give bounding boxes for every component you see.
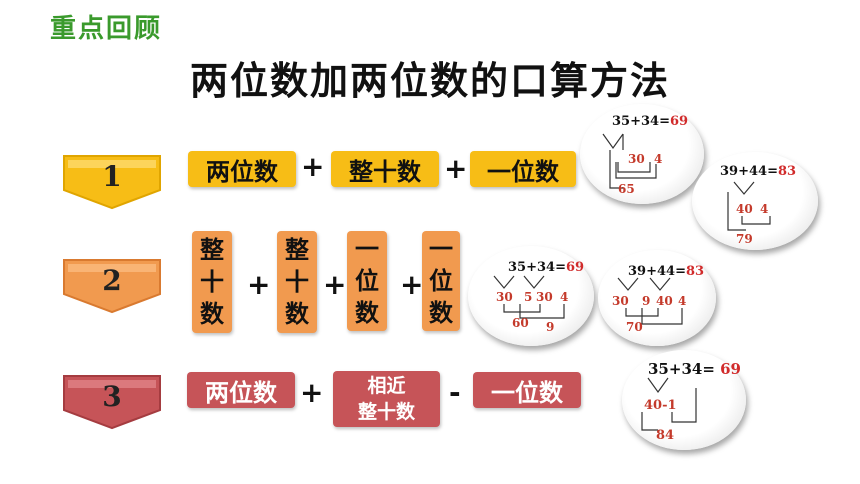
example-plate-1: 35+34=69 30 4 65 (580, 104, 704, 204)
split-part-3: 30 (536, 290, 553, 304)
method-3-term-3: 一位数 (473, 372, 581, 408)
split-part-2: 5 (524, 290, 533, 304)
term-2-line-2: 整十数 (357, 401, 415, 423)
split-diagram (617, 277, 683, 325)
split-part-2: 4 (654, 152, 663, 166)
equation: 35+34= 69 (648, 360, 741, 378)
char: 一 (355, 235, 379, 263)
equation-result: 83 (685, 264, 705, 279)
sum-value: 79 (736, 232, 753, 246)
equation-lhs: 35+34= (612, 114, 670, 129)
equation: 39+44=83 (720, 164, 796, 179)
split-part-1: 30 (628, 152, 645, 166)
method-2-col-4: 一 位 数 (422, 231, 460, 331)
char: 数 (355, 299, 379, 327)
method-2-col-1: 整 十 数 (192, 231, 232, 333)
equation-lhs: 35+34= (648, 360, 721, 378)
method-3-term-1: 两位数 (187, 372, 295, 408)
char: 整 (200, 236, 224, 264)
split-part-4: 4 (678, 294, 687, 308)
split-diagram (493, 275, 565, 319)
plus-sign: + (247, 268, 271, 301)
equation-lhs: 35+34= (508, 260, 566, 275)
split-part-3: 40 (656, 294, 673, 308)
plus-sign: + (323, 268, 347, 301)
char: 一 (429, 235, 453, 263)
char: 位 (355, 267, 379, 295)
method-1-term-2: 整十数 (331, 151, 439, 187)
method-1-term-1: 两位数 (188, 151, 296, 187)
char: 位 (429, 267, 453, 295)
method-3-term-2: 相近 整十数 (333, 371, 440, 427)
equation-result: 83 (777, 164, 797, 179)
split-part-4: 4 (560, 290, 569, 304)
equation: 35+34=69 (612, 114, 688, 129)
partial-sum-1: 60 (512, 316, 529, 330)
plus-sign: + (300, 376, 324, 409)
char: 数 (285, 300, 309, 328)
split-part-1: 30 (496, 290, 513, 304)
sum-value: 84 (656, 428, 675, 443)
method-2-badge: 2 (60, 258, 164, 314)
split-part-1: 30 (612, 294, 629, 308)
method-1-badge: 1 (60, 154, 164, 210)
equation: 39+44=83 (628, 264, 704, 279)
equation-result: 69 (720, 360, 741, 378)
sum-value: 65 (618, 182, 635, 196)
equation-lhs: 39+44= (628, 264, 686, 279)
char: 数 (200, 300, 224, 328)
partial-sum-1: 70 (626, 320, 643, 334)
char: 整 (285, 236, 309, 264)
example-plate-5: 35+34= 69 40-1 84 (622, 350, 746, 450)
method-2-col-2: 整 十 数 (277, 231, 317, 333)
split-part-1: 40 (736, 202, 753, 216)
split-part-2: 9 (642, 294, 651, 308)
method-2-col-3: 一 位 数 (347, 231, 387, 331)
minus-sign: - (449, 376, 461, 409)
plus-sign: + (400, 268, 424, 301)
review-label: 重点回顾 (50, 14, 163, 44)
equation: 35+34=69 (508, 260, 584, 275)
method-1-term-3: 一位数 (470, 151, 576, 187)
split-diagram (641, 377, 697, 431)
char: 十 (285, 268, 309, 296)
equation-result: 69 (669, 114, 689, 129)
split-part-2: 4 (760, 202, 769, 216)
term-2-line-1: 相近 (367, 375, 406, 397)
split-diagram (602, 133, 657, 189)
equation-lhs: 39+44= (720, 164, 778, 179)
plus-sign: + (444, 152, 468, 185)
page-title: 两位数加两位数的口算方法 (189, 59, 670, 103)
method-3-number: 3 (102, 380, 122, 413)
method-1-number: 1 (102, 160, 122, 193)
split-diagram (727, 181, 771, 231)
char: 数 (429, 299, 453, 327)
badge-arrow-shape (63, 155, 161, 210)
method-2-number: 2 (102, 264, 122, 297)
split-part-1: 40-1 (644, 398, 677, 413)
method-3-badge: 3 (60, 374, 164, 430)
char: 十 (200, 268, 224, 296)
badge-arrow-shape (63, 259, 161, 314)
example-plate-4: 39+44=83 30 9 40 4 70 (598, 250, 716, 346)
badge-arrow-shape (63, 375, 161, 430)
plus-sign: + (301, 150, 325, 183)
partial-sum-2: 9 (546, 320, 555, 334)
example-plate-3: 35+34=69 30 5 30 4 60 9 (468, 246, 594, 346)
equation-result: 69 (565, 260, 585, 275)
example-plate-2: 39+44=83 40 4 79 (692, 152, 818, 250)
